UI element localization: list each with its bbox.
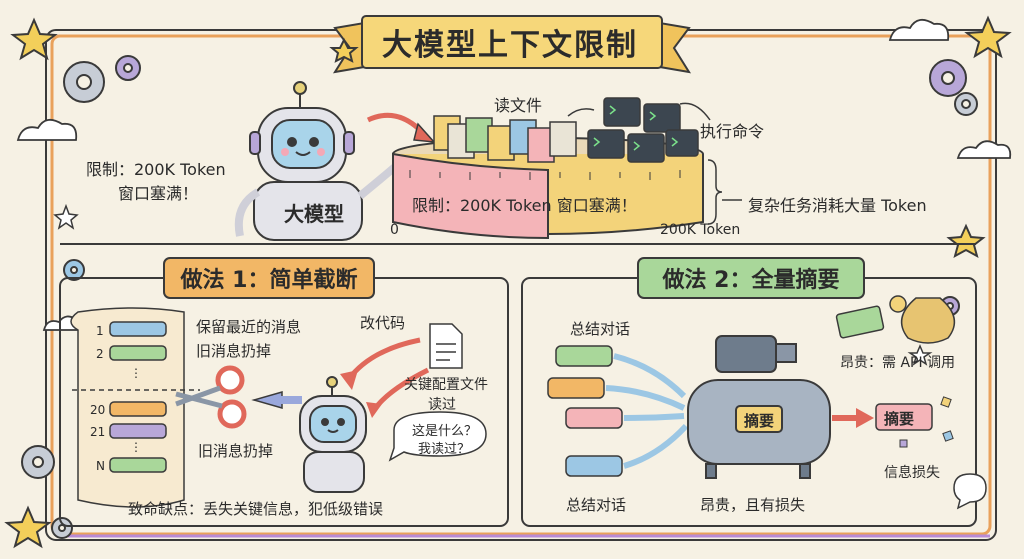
discard-old-label: 旧消息扔掉: [198, 442, 274, 460]
axis-start: 0: [390, 222, 399, 238]
list-number: 21: [90, 425, 106, 439]
terminal-icon: [587, 97, 699, 163]
page-title: 大模型上下文限制: [382, 28, 638, 63]
star-icon: [4, 15, 1012, 549]
info-loss-note: 信息损失: [884, 465, 940, 481]
robot-icon: [299, 376, 367, 493]
summary-bottom-label: 总结对话: [566, 496, 627, 514]
compressor-icon: [687, 335, 831, 479]
read-file-label: 读文件: [494, 96, 543, 115]
bottom-note: 昂贵，且有损失: [700, 496, 806, 514]
chat-bubble-icon: [547, 345, 623, 477]
list-number: 1: [96, 324, 104, 338]
limit-note-line1: 限制：200K Token: [86, 160, 226, 179]
title-banner: [332, 15, 692, 74]
list-number: ⋮: [130, 366, 142, 380]
method2-title: 做法 2：全量摘要: [662, 268, 840, 293]
keep-recent-line1: 保留最近的消息: [196, 318, 302, 336]
list-number: 20: [90, 403, 106, 417]
output-summary-label: 摘要: [884, 410, 915, 428]
money-bag-icon: [835, 295, 956, 344]
robot-icon: [234, 81, 399, 241]
bubble-line1: 这是什么？: [412, 424, 478, 439]
summary-top-label: 总结对话: [570, 320, 631, 338]
key-config-line1: 关键配置文件: [404, 377, 488, 393]
bubble-line2: 我读过？: [418, 442, 471, 457]
key-config-line2: 读过: [428, 397, 456, 413]
exec-cmd-label: 执行命令: [700, 122, 765, 141]
robot-label: 大模型: [284, 202, 344, 226]
fatal-flaw-note: 致命缺点：丢失关键信息，犯低级错误: [128, 500, 384, 518]
file-icon: [429, 323, 463, 369]
limit-note-line2: 窗口塞满！: [118, 184, 199, 203]
scissors-icon: [175, 365, 247, 429]
axis-end: 200K Token: [660, 222, 741, 238]
keep-recent-line2: 旧消息扔掉: [196, 342, 272, 360]
bar-text: 限制：200K Token 窗口塞满！: [412, 196, 637, 215]
list-number: ⋮: [130, 440, 142, 454]
list-number: N: [96, 459, 105, 473]
file-icon: [433, 115, 577, 163]
list-number: 2: [96, 347, 104, 361]
cost-note: 昂贵：需 API 调用: [840, 355, 956, 371]
complex-task-note: 复杂任务消耗大量 Token: [748, 196, 927, 215]
change-code-label: 改代码: [360, 314, 406, 332]
machine-label: 摘要: [744, 412, 775, 430]
method1-title: 做法 1：简单截断: [180, 268, 358, 293]
